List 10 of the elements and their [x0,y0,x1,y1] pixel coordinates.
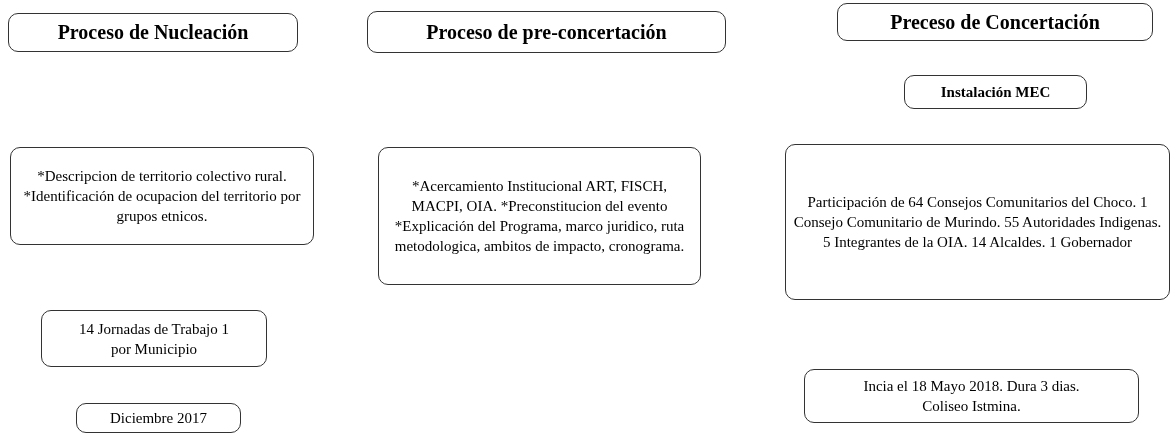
info-box: Incia el 18 Mayo 2018. Dura 3 dias. Coliseo Istmina. [804,369,1139,423]
title-box: Proceso de pre-concertación [367,11,726,53]
title-box: Proceso de Nucleación [8,13,298,52]
info-box: *Descripcion de territorio colectivo rural. *Identificación de ocupacion del territorio por grupos etnicos. [10,147,314,245]
info-box: Participación de 64 Consejos Comunitarios del Choco. 1 Consejo Comunitario de Murindo. 55 Autoridades Indigenas. 5 Integrantes de la OIA. 14 Alcaldes. 1 Gobernador [785,144,1170,300]
info-box: *Acercamiento Institucional ART, FISCH, MACPI, OIA. *Preconstitucion del evento *Explicación del Programa, marco juridico, ruta metodologica, ambitos de impacto, cronograma. [378,147,701,285]
info-box: Diciembre 2017 [76,403,241,433]
info-box: 14 Jornadas de Trabajo 1 por Municipio [41,310,267,367]
title-box: Instalación MEC [904,75,1087,109]
title-box: Preceso de Concertación [837,3,1153,41]
